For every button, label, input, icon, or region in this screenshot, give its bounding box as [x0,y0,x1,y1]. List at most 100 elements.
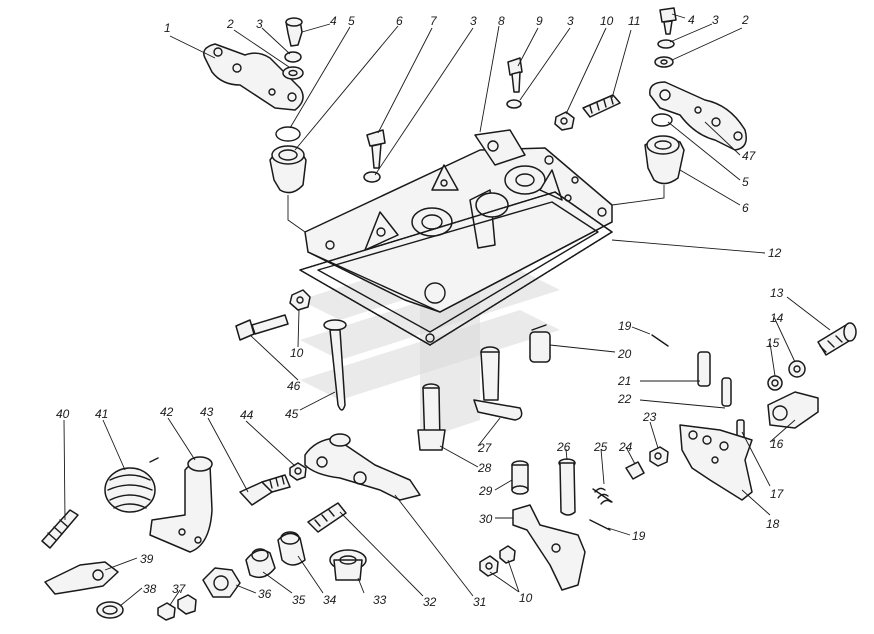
washer-38-hole [102,605,118,615]
callout-33: 33 [373,593,387,607]
bolt-washers-left [282,17,304,80]
callout-38: 38 [143,582,157,596]
callout-25: 25 [593,440,608,454]
callout-24: 24 [618,440,633,454]
leader-lines [63,13,831,607]
callout-13: 13 [770,286,784,300]
callout-43: 43 [200,405,214,419]
callout-12: 12 [768,246,782,260]
callout-15: 15 [766,336,780,350]
callout-3: 3 [256,17,263,31]
bracket-arm [149,456,213,553]
bushing [511,460,529,495]
callout-6: 6 [396,14,403,28]
callout-32: 32 [423,595,437,609]
callout-16: 16 [770,437,784,451]
callout-8: 8 [498,14,505,28]
nut-37 [157,594,197,621]
callout-22: 22 [617,392,632,406]
cover-plate [304,129,613,313]
bolt-mid [506,57,523,109]
bushing-35 [245,548,276,579]
callout-4: 4 [688,13,695,27]
callout-20: 20 [617,347,632,361]
spring-stud [41,509,79,549]
callout-14: 14 [770,311,784,325]
callout-42: 42 [160,405,174,419]
lever-arm-right [649,81,747,151]
callout-5: 5 [348,14,355,28]
washer-38 [96,601,124,619]
spring-large [104,457,159,513]
pins-21-22 [697,351,732,407]
callout-35: 35 [292,593,306,607]
gasket [299,191,613,346]
callout-4: 4 [330,14,337,28]
callout-47: 47 [742,149,757,163]
callout-3: 3 [567,14,574,28]
callout-11: 11 [628,14,640,28]
callout-7: 7 [430,14,438,28]
long-bolt-left [235,289,311,341]
callout-46: 46 [287,379,301,393]
callout-17: 17 [770,487,785,501]
callout-2: 2 [741,13,749,27]
callout-10: 10 [600,14,614,28]
long-pin [323,319,347,411]
callout-3: 3 [712,13,719,27]
nut-44 [289,462,307,481]
callout-19: 19 [632,529,646,543]
lever-31 [304,433,421,501]
bolt-center [363,129,386,183]
flanged-bushing-33 [329,549,367,581]
callout-10: 10 [519,591,533,605]
callout-36: 36 [258,587,272,601]
cotter-pin-top [651,334,669,347]
callout-41: 41 [95,407,108,421]
callout-45: 45 [285,407,299,421]
callout-19: 19 [618,319,632,333]
callout-6: 6 [742,201,749,215]
small-parts-mid [558,446,669,531]
lever-bracket [679,424,753,501]
callout-40: 40 [56,407,70,421]
callout-23: 23 [642,410,657,424]
callout-10: 10 [290,346,304,360]
fork-lever [512,504,586,591]
lever-plate [44,561,119,595]
callout-1: 1 [164,21,171,35]
callout-30: 30 [479,512,493,526]
bolt-43 [239,474,291,506]
line-right [611,185,665,206]
hex-nut-large [202,567,241,598]
line-left [287,195,306,233]
shaft-small [417,383,446,451]
nuts-bottom [479,545,516,577]
callout-9: 9 [536,14,543,28]
callout-21: 21 [617,374,631,388]
callout-26: 26 [556,440,571,454]
callout-39: 39 [140,552,154,566]
lever-arm-left [203,43,304,111]
callout-5: 5 [742,175,749,189]
nut-stud-top [554,94,621,131]
callout-2: 2 [226,17,234,31]
callout-34: 34 [323,593,337,607]
callout-28: 28 [477,461,492,475]
spring-small [529,324,551,363]
callout-44: 44 [240,408,254,422]
bolt-right [767,322,857,391]
callout-18: 18 [766,517,780,531]
shaft-assembly [473,346,523,421]
callout-numbers: 1 2 3 4 5 6 7 3 8 9 3 10 11 4 3 2 47 5 6… [56,13,785,609]
bolt-washers-right [654,7,677,68]
callout-27: 27 [477,441,493,455]
insert-right [644,113,685,185]
clevis-block [767,391,819,429]
bolt-32 [307,502,347,533]
callout-29: 29 [478,484,493,498]
callout-37: 37 [172,582,187,596]
insert-left [269,126,307,194]
